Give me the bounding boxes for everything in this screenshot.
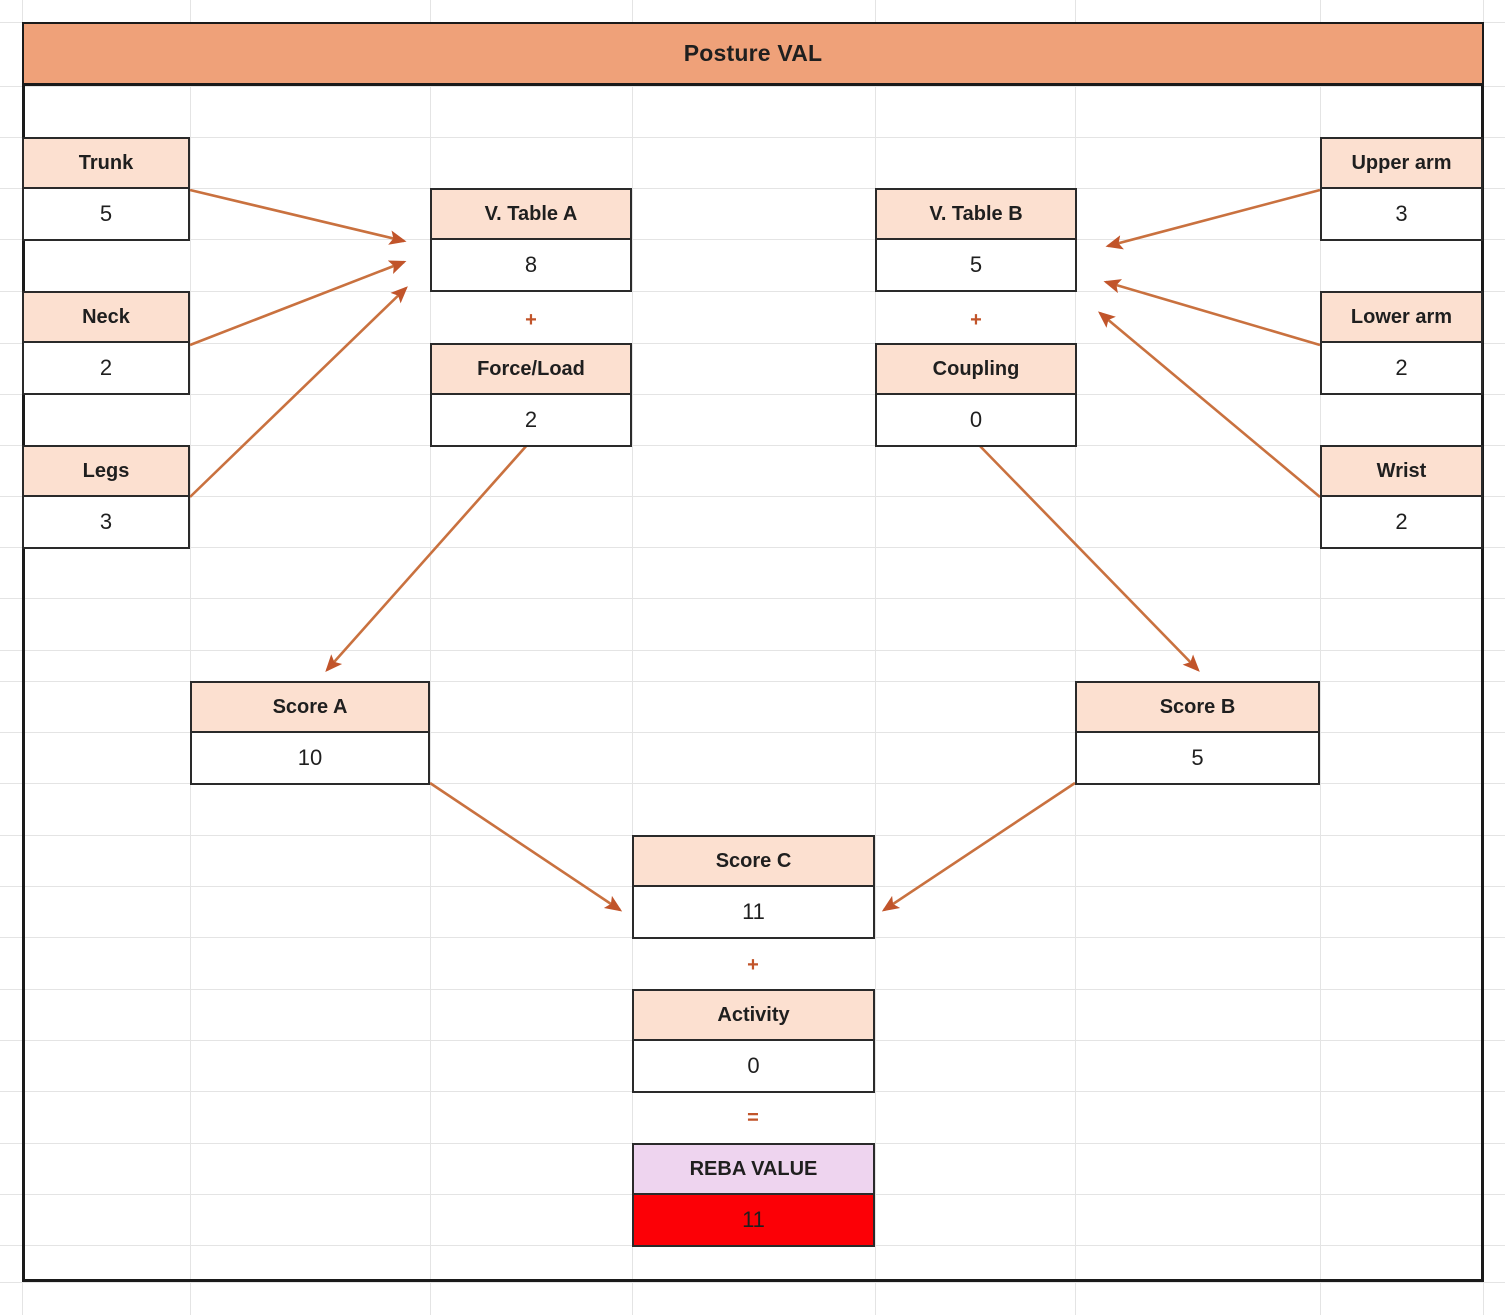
box-lower-arm-label: Lower arm: [1322, 293, 1481, 343]
box-neck[interactable]: Neck 2: [22, 291, 190, 395]
box-wrist-value[interactable]: 2: [1322, 497, 1481, 547]
box-coupling-label: Coupling: [877, 345, 1075, 395]
box-force-load[interactable]: Force/Load 2: [430, 343, 632, 447]
box-reba-value[interactable]: REBA VALUE 11: [632, 1143, 875, 1247]
box-v-table-a-label: V. Table A: [432, 190, 630, 240]
page-title-text: Posture VAL: [683, 40, 823, 66]
box-upper-arm-label: Upper arm: [1322, 139, 1481, 189]
box-legs-label: Legs: [24, 447, 188, 497]
box-v-table-b[interactable]: V. Table B 5: [875, 188, 1077, 292]
box-reba-label: REBA VALUE: [634, 1145, 873, 1195]
box-neck-label: Neck: [24, 293, 188, 343]
box-reba-result[interactable]: 11: [634, 1195, 873, 1245]
box-score-b-value[interactable]: 5: [1077, 733, 1318, 783]
operator-plus-a: +: [525, 309, 537, 331]
box-force-load-value[interactable]: 2: [432, 395, 630, 445]
operator-plus-b: +: [970, 309, 982, 331]
box-neck-value[interactable]: 2: [24, 343, 188, 393]
box-legs-value[interactable]: 3: [24, 497, 188, 547]
operator-plus-c: +: [747, 954, 759, 976]
box-force-load-label: Force/Load: [432, 345, 630, 395]
worksheet-border: [22, 22, 1484, 1282]
box-activity[interactable]: Activity 0: [632, 989, 875, 1093]
box-score-b[interactable]: Score B 5: [1075, 681, 1320, 785]
box-trunk-value[interactable]: 5: [24, 189, 188, 239]
box-coupling[interactable]: Coupling 0: [875, 343, 1077, 447]
box-wrist[interactable]: Wrist 2: [1320, 445, 1483, 549]
box-v-table-a[interactable]: V. Table A 8: [430, 188, 632, 292]
box-activity-label: Activity: [634, 991, 873, 1041]
box-score-c-label: Score C: [634, 837, 873, 887]
box-lower-arm[interactable]: Lower arm 2: [1320, 291, 1483, 395]
box-score-a-value[interactable]: 10: [192, 733, 428, 783]
box-trunk[interactable]: Trunk 5: [22, 137, 190, 241]
box-score-a-label: Score A: [192, 683, 428, 733]
box-lower-arm-value[interactable]: 2: [1322, 343, 1481, 393]
box-score-a[interactable]: Score A 10: [190, 681, 430, 785]
box-upper-arm[interactable]: Upper arm 3: [1320, 137, 1483, 241]
box-activity-value[interactable]: 0: [634, 1041, 873, 1091]
page-title: Posture VAL: [24, 24, 1482, 86]
box-v-table-b-label: V. Table B: [877, 190, 1075, 240]
box-upper-arm-value[interactable]: 3: [1322, 189, 1481, 239]
box-legs[interactable]: Legs 3: [22, 445, 190, 549]
box-score-c[interactable]: Score C 11: [632, 835, 875, 939]
box-score-c-value[interactable]: 11: [634, 887, 873, 937]
box-score-b-label: Score B: [1077, 683, 1318, 733]
operator-equals: =: [747, 1107, 759, 1129]
box-coupling-value[interactable]: 0: [877, 395, 1075, 445]
box-wrist-label: Wrist: [1322, 447, 1481, 497]
box-trunk-label: Trunk: [24, 139, 188, 189]
box-v-table-b-value[interactable]: 5: [877, 240, 1075, 290]
box-v-table-a-value[interactable]: 8: [432, 240, 630, 290]
